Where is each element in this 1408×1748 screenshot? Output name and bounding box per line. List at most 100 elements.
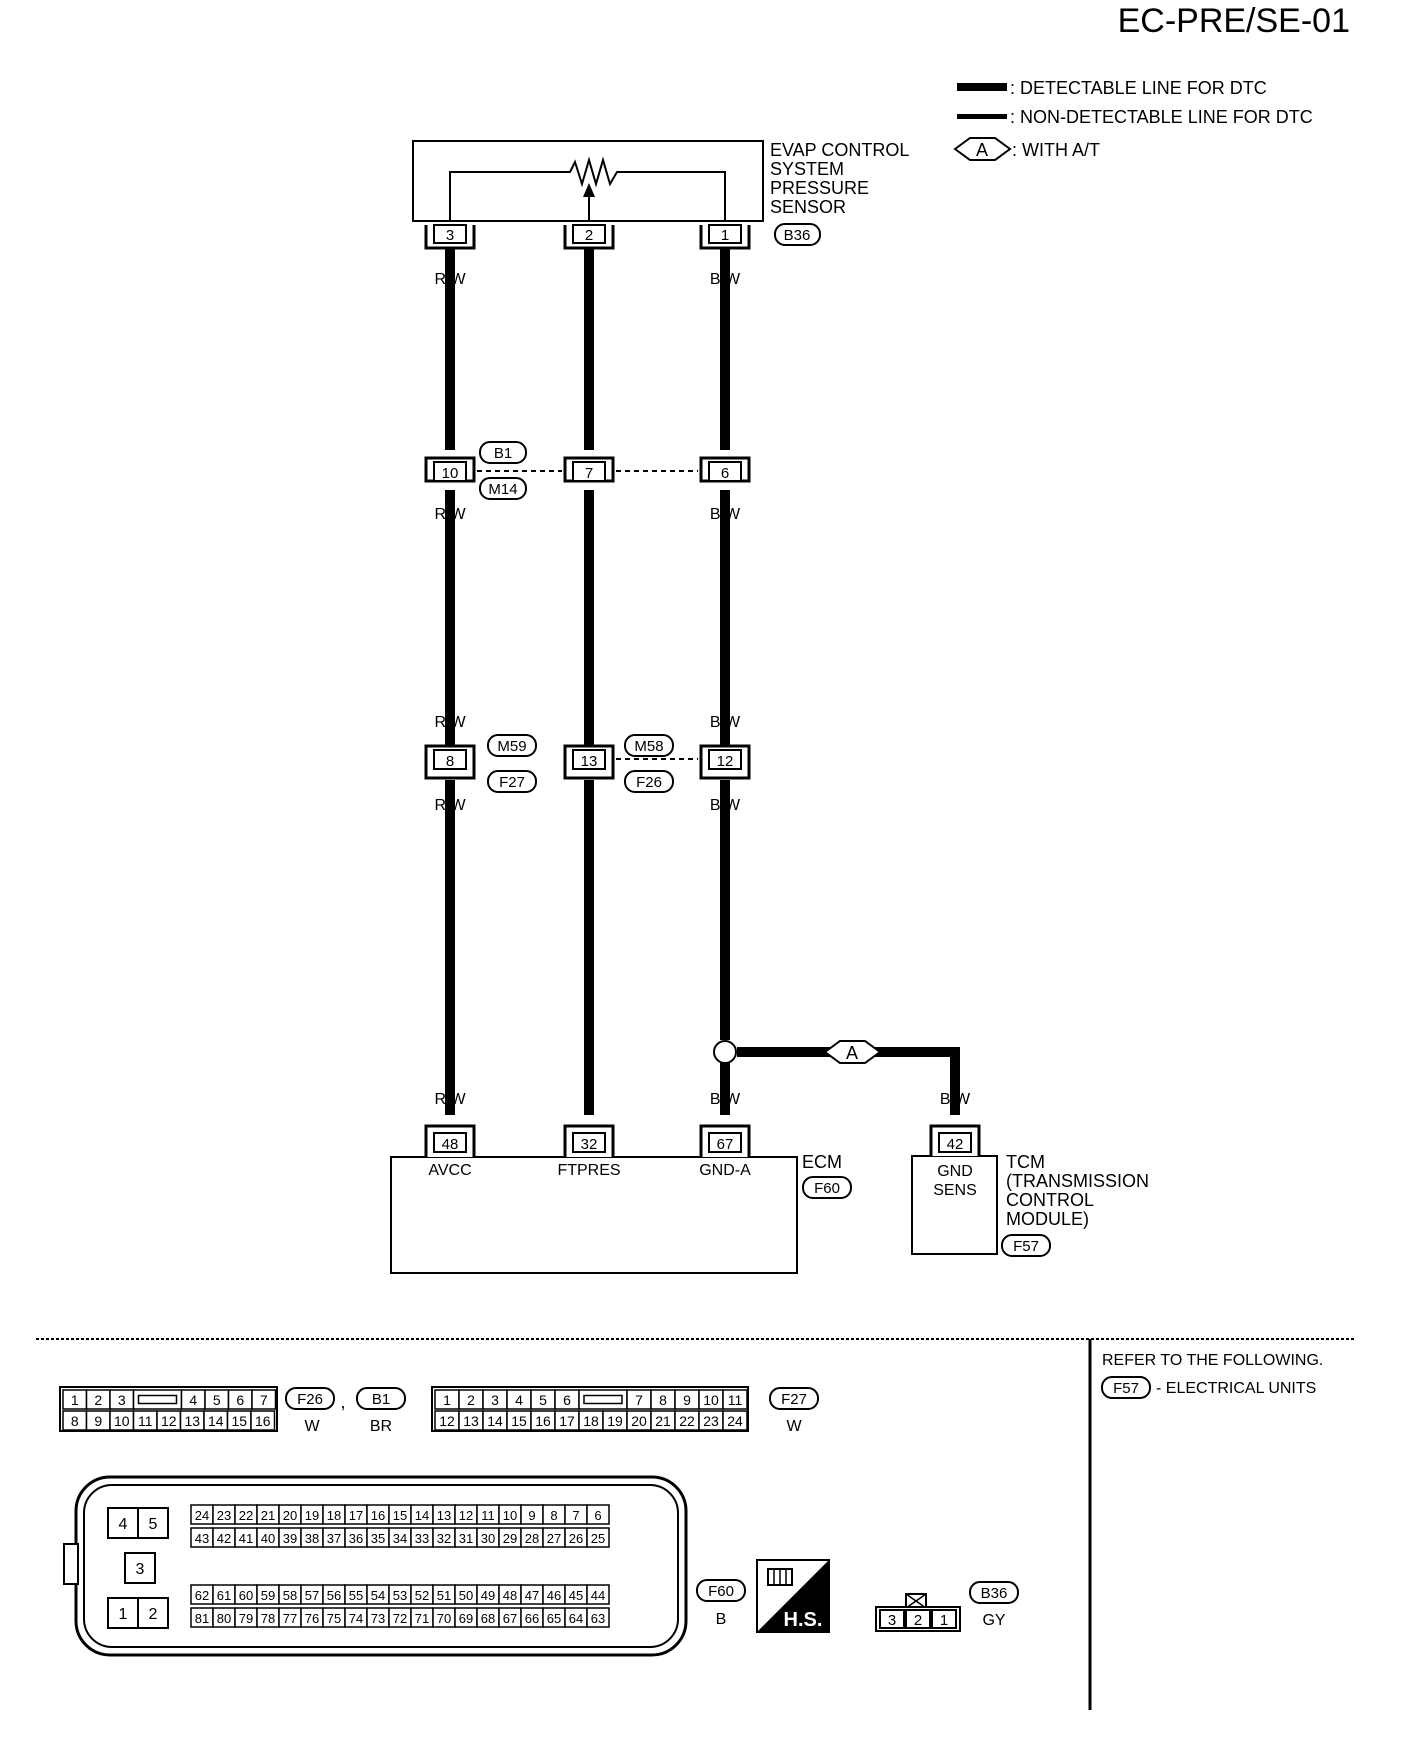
legend-non-detectable: : NON-DETECTABLE LINE FOR DTC — [1010, 107, 1313, 127]
ecm-terminal-ftpres: FTPRES — [557, 1162, 620, 1179]
sensor-pin-frame-right — [699, 225, 751, 250]
f60-pin-7: 7 — [572, 1508, 579, 1523]
f60-pin-57: 57 — [305, 1588, 319, 1603]
junction-2-box-left — [433, 749, 467, 770]
f60-pin-34: 34 — [393, 1531, 407, 1546]
b36-pin-1: 1 — [940, 1612, 948, 1629]
f60-pin-46: 46 — [547, 1588, 561, 1603]
sensor-connector-badge — [774, 223, 821, 246]
f60-pin-41: 41 — [239, 1531, 253, 1546]
f60-pin-18: 18 — [327, 1508, 341, 1523]
wire-color-labels: R/W L B/W R/W L B/W R/W L B/W R/W L B/W … — [434, 271, 971, 1108]
hs-label: H.S. — [784, 1609, 823, 1631]
f26-pin-1: 1 — [71, 1392, 79, 1408]
f26-pin-10: 10 — [114, 1413, 130, 1429]
f60-power-pin-1-box — [107, 1597, 139, 1629]
f60-pin-31: 31 — [459, 1531, 473, 1546]
ecm: 48 32 67 AVCC FTPRES GND-A ECM F60 — [390, 1124, 852, 1274]
f60-pin-cell — [586, 1504, 610, 1525]
tcm-body — [911, 1155, 998, 1255]
f26-pin-14: 14 — [208, 1413, 224, 1429]
f27-pin-22: 22 — [679, 1413, 695, 1429]
f27-badge — [769, 1387, 819, 1410]
junction-1: 10 7 6 B1 M14 — [424, 441, 751, 500]
f60-pin-78: 78 — [261, 1611, 275, 1626]
f60-power-pin-4: 4 — [119, 1516, 128, 1533]
ecm-terminal-gnd-a: GND-A — [699, 1162, 751, 1179]
wire-color-left-2: R/W — [434, 506, 466, 523]
ecm-pin-32: 32 — [581, 1136, 598, 1153]
option-tag-letter: A — [976, 140, 988, 160]
b36-label: B36 — [981, 1585, 1008, 1602]
f26-pin-6: 6 — [236, 1392, 244, 1408]
wire-color-right-2: B/W — [710, 506, 741, 523]
wire-color-left-5: R/W — [434, 1091, 466, 1108]
f60-pin-54: 54 — [371, 1588, 385, 1603]
f60-pin-79: 79 — [239, 1611, 253, 1626]
f60-pin-19: 19 — [305, 1508, 319, 1523]
f60-pin-61: 61 — [217, 1588, 231, 1603]
b1-label: B1 — [372, 1391, 390, 1408]
junction-1-pin-6: 6 — [721, 465, 729, 482]
sensor-name-line-3: PRESSURE — [770, 178, 869, 198]
ecm-body — [390, 1156, 798, 1274]
f60-pin-27: 27 — [547, 1531, 561, 1546]
f60-pin-6: 6 — [594, 1508, 601, 1523]
ecm-connector-badge — [802, 1176, 852, 1199]
f60-pin-69: 69 — [459, 1611, 473, 1626]
refer-connector-badge — [1101, 1376, 1151, 1399]
f26-pin-cell — [250, 1410, 276, 1431]
f60-pin-10: 10 — [503, 1508, 517, 1523]
tcm-connector-badge — [1001, 1234, 1051, 1257]
f60-power-pin-5-box — [137, 1507, 169, 1539]
ecm-pin-48: 48 — [442, 1136, 459, 1153]
sensor-pin-frame-mid — [563, 225, 615, 250]
f60-pin-17: 17 — [349, 1508, 363, 1523]
wiper-arrow — [583, 183, 595, 197]
junction-1-badge-bottom — [479, 477, 527, 500]
f26-pin-11: 11 — [138, 1413, 153, 1429]
f60-pin-38: 38 — [305, 1531, 319, 1546]
f60-pin-68: 68 — [481, 1611, 495, 1626]
refer-connector-label: F57 — [1113, 1380, 1139, 1397]
f60-pin-39: 39 — [283, 1531, 297, 1546]
tcm-name-line-1: TCM — [1006, 1152, 1045, 1172]
f26-pin-5: 5 — [213, 1392, 221, 1408]
junction-1-pin-10: 10 — [442, 465, 459, 482]
junction-2-connector-mid-bottom: F26 — [636, 774, 662, 791]
f60-power-pin-1: 1 — [119, 1606, 128, 1623]
legend-detectable: : DETECTABLE LINE FOR DTC — [1010, 78, 1267, 98]
legend-option: : WITH A/T — [1012, 140, 1100, 160]
b36-pin-2: 2 — [914, 1612, 922, 1629]
f26-pin-cell — [251, 1389, 277, 1410]
junction-1-box-right — [708, 461, 742, 482]
f27-pin-8: 8 — [659, 1392, 667, 1408]
f60-pin-cell — [586, 1584, 610, 1605]
wire-color-mid-1: L — [585, 271, 594, 288]
junction-2-badge-bottom — [487, 770, 537, 793]
f27-pin-21: 21 — [655, 1413, 671, 1429]
junction-2-pin-8: 8 — [446, 753, 454, 770]
f60-pin-56: 56 — [327, 1588, 341, 1603]
f60-pin-cell — [586, 1607, 610, 1628]
f27-pin-3: 3 — [491, 1392, 499, 1408]
f60-pin-51: 51 — [437, 1588, 451, 1603]
f60-pin-44: 44 — [591, 1588, 605, 1603]
b36-pin-3-box — [879, 1609, 905, 1629]
f60-pin-22: 22 — [239, 1508, 253, 1523]
tcm: 42 GND SENS TCM (TRANSMISSION CONTROL MO… — [911, 1124, 1149, 1257]
f60-pin-30: 30 — [481, 1531, 495, 1546]
f26-pin-13: 13 — [184, 1413, 200, 1429]
f27-pin-14: 14 — [487, 1413, 503, 1429]
f60-pin-77: 77 — [283, 1611, 297, 1626]
wire-color-right-3: B/W — [710, 714, 741, 731]
ecm-name: ECM — [802, 1152, 842, 1172]
refer-section: REFER TO THE FOLLOWING. F57 - ELECTRICAL… — [1101, 1352, 1323, 1399]
f60-power-pin-3-box — [124, 1552, 156, 1584]
